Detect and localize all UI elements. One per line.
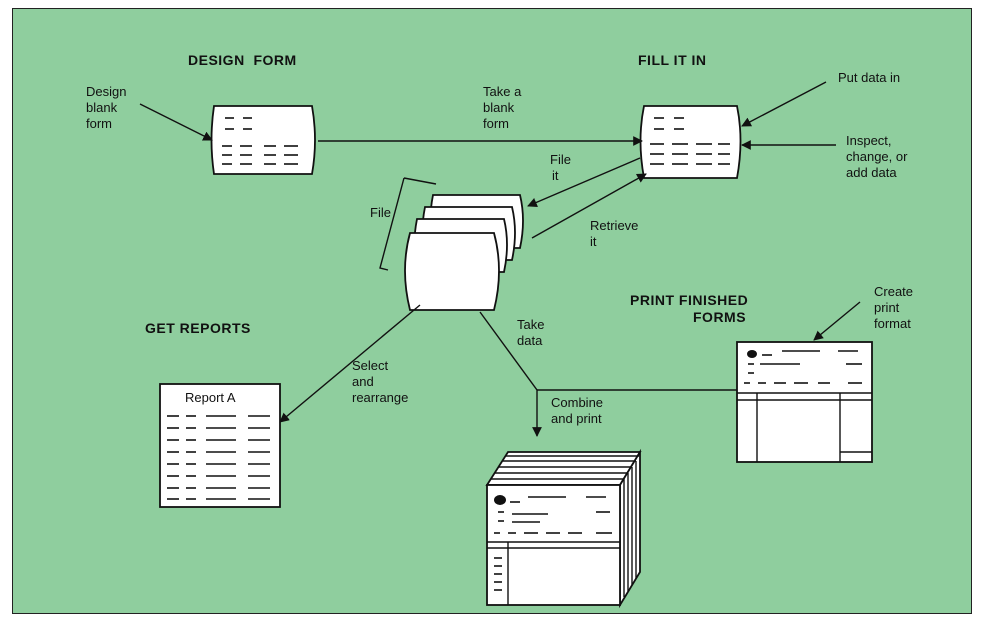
- label-put-data-in: Put data in: [838, 70, 900, 85]
- arrow-create-print-format: [813, 301, 861, 341]
- report-rows: [167, 415, 270, 500]
- arrow-put-data-in: [741, 81, 827, 127]
- arrow-select-rearrange: [279, 304, 421, 423]
- file-stack-icon: [379, 177, 524, 311]
- stack-top-lines: [491, 455, 639, 597]
- label-design-blank-form: Design blank form: [86, 84, 130, 131]
- arrow-file-it: [527, 157, 641, 208]
- report-a-title: Report A: [185, 390, 236, 405]
- arrow-retrieve-it: [531, 173, 647, 239]
- heading-fill-it-in: FILL IT IN: [638, 52, 707, 68]
- label-select-rearrange: Select and rearrange: [352, 358, 408, 405]
- label-file-it: File it: [550, 152, 575, 183]
- report-a-icon: Report A: [159, 383, 281, 508]
- blank-form-icon: [210, 105, 316, 175]
- label-create-print-format: Create print format: [874, 284, 917, 331]
- label-file: File: [370, 205, 391, 220]
- label-take-data: Take data: [517, 317, 548, 348]
- arrow-design-to-form: [139, 103, 213, 141]
- label-retrieve-it: Retrieve it: [590, 218, 642, 249]
- connectors: [139, 81, 861, 437]
- label-take-blank-form: Take a blank form: [483, 84, 525, 131]
- print-format-icon: [736, 341, 873, 463]
- heading-print-finished-1: PRINT FINISHED: [630, 292, 748, 308]
- label-inspect-change: Inspect, change, or add data: [846, 133, 911, 180]
- filled-form-icon: [639, 105, 742, 179]
- printed-forms-stack-icon: [485, 448, 642, 609]
- heading-design-form: DESIGN FORM: [188, 52, 297, 68]
- heading-get-reports: GET REPORTS: [145, 320, 251, 336]
- label-combine-print: Combine and print: [551, 395, 607, 426]
- heading-print-finished-2: FORMS: [693, 309, 746, 325]
